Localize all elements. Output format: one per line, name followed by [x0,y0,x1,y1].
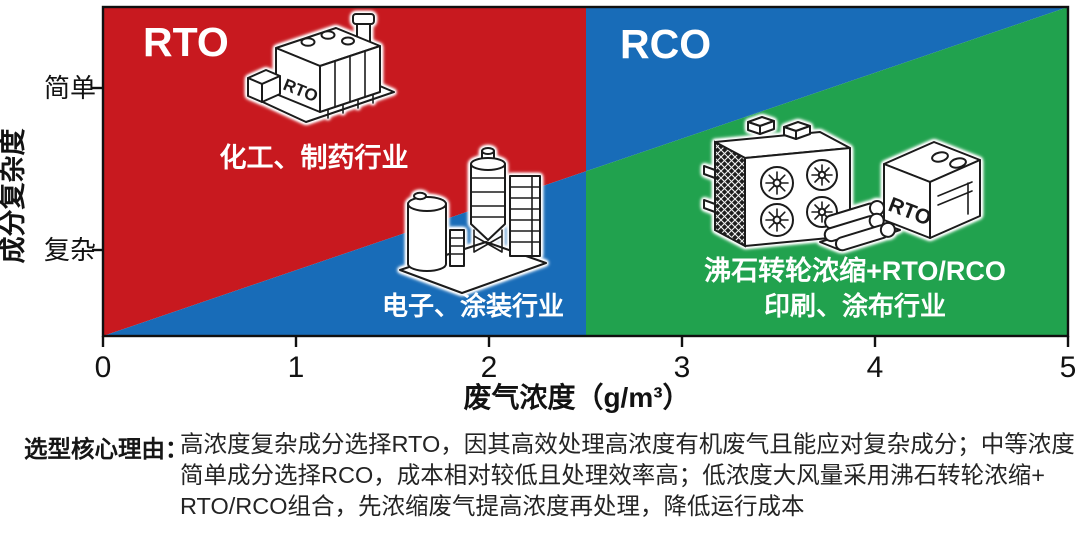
x-tick-1: 1 [288,351,305,384]
reason-line-2: 简单成分选择RCO，成本相对较低且处理效率高；低浓度大风量采用沸石转轮浓缩+ [180,462,1045,488]
x-tick-0: 0 [95,351,112,384]
rto-industry-label: 化工、制药行业 [220,142,409,173]
rco-region-title: RCO [620,21,711,67]
furnace-side-box [247,69,281,103]
x-tick-labels: 0 1 2 3 4 5 [95,351,1077,384]
rto-cube: RTO [883,141,981,239]
y-tick-simple: 简单 [44,73,96,103]
x-axis-label: 废气浓度（g/m³） [463,381,690,413]
rto-furnace-icon: RTO [247,13,395,123]
reason-label: 选型核心理由： [24,436,189,462]
rotor-cabinet [703,116,851,248]
selection-chart: 0 1 2 3 4 5 简单 复杂 废气浓度（g/m³） 成分复杂度 RTO R… [0,5,1077,413]
rco-industry-label: 电子、涂装行业 [382,291,564,321]
zeolite-industry-label: 印刷、涂布行业 [764,291,946,321]
zeolite-rto-unit-icon: RTO [703,116,981,252]
plot-border [101,5,1070,338]
y-axis-label: 成分复杂度 [0,129,28,264]
reason-line-1: 高浓度复杂成分选择RTO，因其高效处理高浓度有机废气且能应对复杂成分；中等浓度 [180,431,1075,457]
x-tick-5: 5 [1060,351,1077,384]
cabinet-grille [714,140,746,248]
region-rto [103,7,586,336]
y-tick-marks [92,86,103,252]
x-tick-4: 4 [867,351,884,384]
cabinet-brackets [703,165,716,213]
left-tank [407,191,447,272]
x-tick-3: 3 [674,351,691,384]
rto-region-title: RTO [143,19,229,65]
reason-text: 高浓度复杂成分选择RTO，因其高效处理高浓度有机废气且能应对复杂成分；中等浓度 … [180,429,1085,522]
center-silo [470,147,506,253]
furnace-legs [327,94,374,119]
small-striped-tower [449,229,465,267]
y-tick-complex: 复杂 [44,235,96,265]
x-tick-2: 2 [481,351,498,384]
right-striped-tower [509,175,541,257]
furnace-body [275,27,381,113]
reason-line-3: RTO/RCO组合，先浓缩废气提高浓度再处理，降低运行成本 [180,493,805,519]
cabinet-fans [760,159,838,237]
zeolite-combo-label: 沸石转轮浓缩+RTO/RCO [704,255,1006,286]
x-tick-marks [101,336,1070,347]
region-rco-lower-wedge [103,171,586,336]
cabinet-top-caps [747,116,811,140]
factory-columns-icon [399,147,547,294]
